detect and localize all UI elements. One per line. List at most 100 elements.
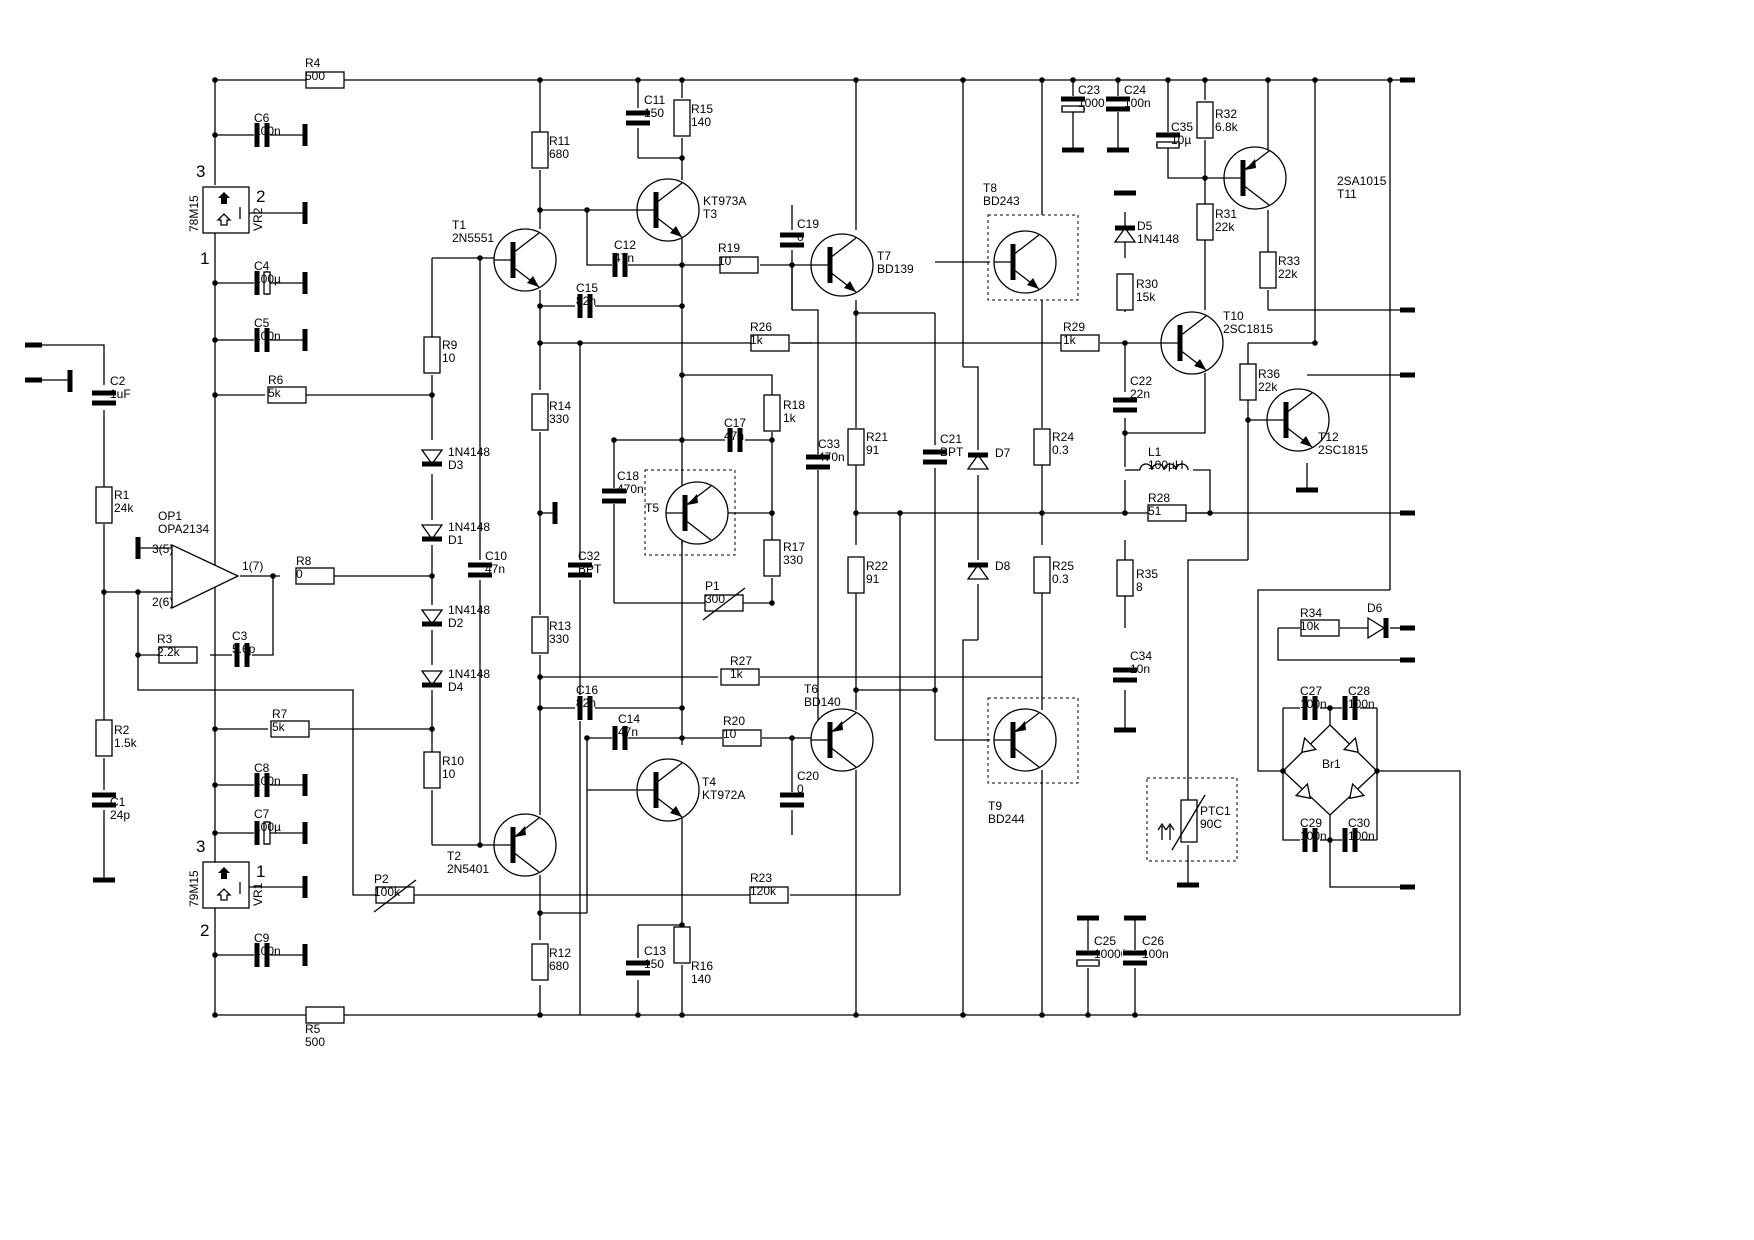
c24-label-0: C24 (1124, 83, 1146, 97)
t11-label-0: 2SA1015 (1337, 174, 1387, 188)
r20-label-1: 10 (723, 727, 737, 741)
c28-label-1: 100n (1348, 697, 1375, 711)
r20-label-0: R20 (723, 714, 745, 728)
d1-label-1: D1 (448, 533, 464, 547)
vr2-pin-2: 2 (256, 187, 265, 206)
r35-label-0: R35 (1136, 567, 1158, 581)
t5-label-0: T5 (645, 501, 659, 515)
r24-label-1: 0.3 (1052, 443, 1069, 457)
opamp-pin-out: 1(7) (242, 559, 263, 573)
t6-label-0: T6 (804, 682, 818, 696)
r6-label-1: 5k (268, 386, 282, 400)
bridge-rectifier-br1: Br1 (1282, 724, 1378, 816)
c4-label-0: C4 (254, 259, 270, 273)
r8-label-1: 0 (296, 567, 303, 581)
c12-label-0: C12 (614, 238, 636, 252)
r28-label-0: R28 (1148, 491, 1170, 505)
r21-label-1: 91 (866, 443, 880, 457)
t10-label-0: T10 (1223, 309, 1244, 323)
r19-label-0: R19 (718, 241, 740, 255)
diode-d7: D7 (966, 446, 1011, 470)
resistor-r2: R21.5k (95, 719, 138, 757)
d2-label-1: D2 (448, 616, 464, 630)
t11-label-1: T11 (1337, 187, 1357, 201)
c26-label-1: 100n (1142, 947, 1169, 961)
r32-label-1: 6.8k (1215, 120, 1239, 134)
op1-label-0: OP1 (158, 509, 182, 523)
r35-label-1: 8 (1136, 580, 1143, 594)
r3-label-0: R3 (157, 632, 173, 646)
diode-d8: D8 (966, 559, 1011, 580)
resistor-r3: R32.2k (157, 632, 198, 664)
c20-label-0: C20 (797, 769, 819, 783)
d4-label-1: D4 (448, 680, 464, 694)
r29-label-1: 1k (1063, 333, 1077, 347)
r9-label-0: R9 (442, 338, 458, 352)
c9-label-1: 100n (254, 944, 281, 958)
r31-label-1: 22k (1215, 220, 1235, 234)
c7-label-0: C7 (254, 807, 270, 821)
c10-label-1: 47n (485, 562, 505, 576)
t6-label-1: BD140 (804, 695, 841, 709)
r15-label-0: R15 (691, 102, 713, 116)
r36-label-1: 22k (1258, 380, 1278, 394)
c13-label-1: 150 (644, 957, 664, 971)
r19-label-1: 10 (718, 254, 732, 268)
r32-label-0: R32 (1215, 107, 1237, 121)
opamp-pin-noninv: 3(5) (152, 542, 173, 556)
vr1-name: VR1 (251, 882, 265, 906)
r30-label-1: 15k (1136, 290, 1156, 304)
r12-label-1: 680 (549, 959, 569, 973)
c2-label-0: C2 (110, 374, 126, 388)
c19-label-0: C19 (797, 217, 819, 231)
r17-label-0: R17 (783, 540, 805, 554)
d4-label-0: 1N4148 (448, 667, 490, 681)
c2-label-1: 1uF (110, 387, 131, 401)
vr1-pin-3: 3 (196, 837, 205, 856)
c13-label-0: C13 (644, 944, 666, 958)
c32-label-1: BPT (578, 562, 602, 576)
c4-label-1: 100µ (254, 272, 281, 286)
c8-label-0: C8 (254, 761, 270, 775)
r36-label-0: R36 (1258, 367, 1280, 381)
r15-label-1: 140 (691, 115, 711, 129)
c5-label-0: C5 (254, 316, 270, 330)
c22-label-1: 22n (1130, 387, 1150, 401)
resistor-r8: R80 (295, 554, 335, 585)
r23-label-0: R23 (750, 871, 772, 885)
c19-label-1: 0 (797, 230, 804, 244)
c17-label-1: 47n (724, 429, 744, 443)
p1-label-0: P1 (705, 579, 720, 593)
c33-label-1: 470n (818, 450, 845, 464)
r17-label-1: 330 (783, 553, 803, 567)
ptc1-label-1: 90C (1200, 817, 1222, 831)
d6-label-0: D6 (1367, 601, 1383, 615)
r31-label-0: R31 (1215, 207, 1237, 221)
